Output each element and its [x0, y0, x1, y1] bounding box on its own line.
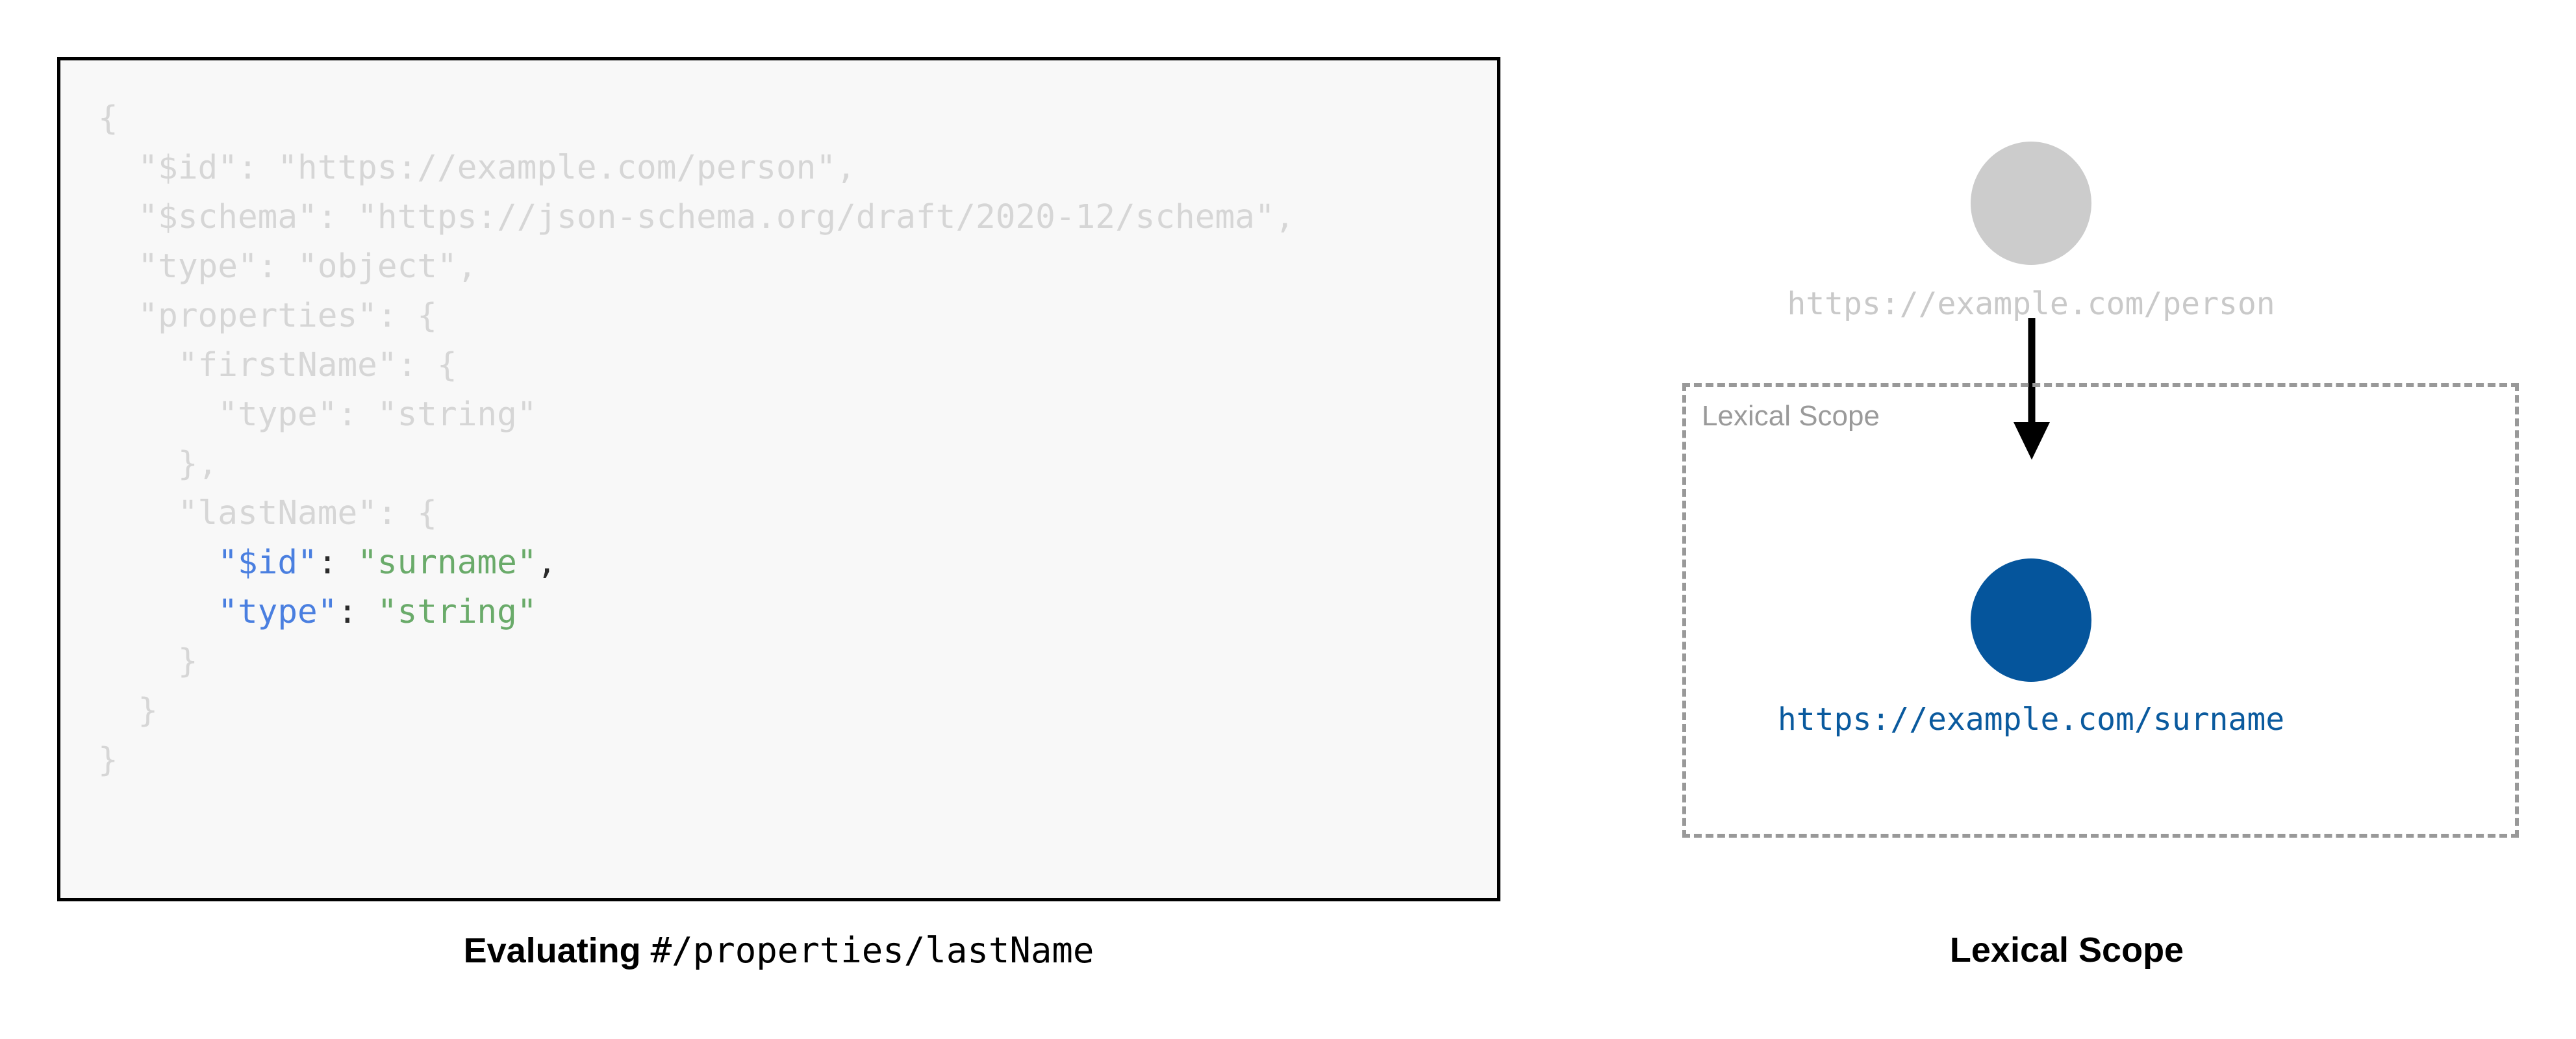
code-line: "lastName": { [98, 489, 1497, 538]
json-schema-code: { "$id": "https://example.com/person", "… [60, 60, 1497, 785]
code-line: "$id": "surname", [98, 538, 1497, 588]
code-line: }, [98, 440, 1497, 489]
inner-scope-node-circle [1971, 558, 2091, 682]
caption-evaluating-pointer: #/properties/lastName [650, 930, 1094, 971]
code-line: "$id": "https://example.com/person", [98, 144, 1497, 193]
caption-lexical-scope: Lexical Scope [1558, 930, 2576, 970]
code-token: { [98, 99, 118, 138]
code-line: } [98, 637, 1497, 686]
code-line: "type": "string" [98, 588, 1497, 637]
scope-diagram: https://example.com/person Lexical Scope… [1558, 39, 2576, 903]
code-token: "string" [377, 593, 537, 631]
code-token: "$id" [218, 544, 318, 582]
inner-scope-node-label: https://example.com/surname [1777, 701, 2285, 738]
code-token: "$id": "https://example.com/person", [138, 149, 856, 187]
lexical-scope-box [1682, 383, 2519, 838]
code-token: "$schema": "https://json-schema.org/draf… [138, 198, 1295, 236]
code-line: "type": "string" [98, 390, 1497, 440]
lexical-scope-box-label: Lexical Scope [1702, 400, 1880, 432]
code-token: } [98, 741, 118, 779]
code-token: "type": "string" [218, 395, 537, 434]
code-line: } [98, 686, 1497, 736]
caption-evaluating-bold: Evaluating [463, 931, 641, 970]
code-token: : [317, 544, 358, 582]
caption-evaluating: Evaluating #/properties/lastName [0, 930, 1558, 971]
outer-scope-node-circle [1971, 142, 2091, 265]
code-line: "type": "object", [98, 242, 1497, 292]
code-token: "type": "object", [138, 247, 477, 286]
code-token: "type" [218, 593, 338, 631]
code-token: } [138, 692, 158, 730]
scope-arrow-icon [2014, 318, 2050, 460]
code-token: } [177, 642, 198, 681]
code-token: "lastName": { [177, 494, 437, 532]
code-token: : [337, 593, 377, 631]
code-panel: { "$id": "https://example.com/person", "… [57, 57, 1500, 901]
code-line: { [98, 94, 1497, 144]
code-token: "properties": { [138, 297, 437, 335]
code-token: }, [177, 445, 218, 483]
code-line: "$schema": "https://json-schema.org/draf… [98, 193, 1497, 242]
caption-lexical-scope-bold: Lexical Scope [1949, 931, 2184, 970]
code-token: "surname" [357, 544, 537, 582]
code-line: "properties": { [98, 292, 1497, 341]
code-token: "firstName": { [177, 346, 457, 384]
code-token: , [537, 544, 557, 582]
outer-scope-node-label: https://example.com/person [1787, 286, 2275, 322]
caption-space [641, 931, 651, 970]
code-line: } [98, 736, 1497, 785]
code-line: "firstName": { [98, 341, 1497, 390]
